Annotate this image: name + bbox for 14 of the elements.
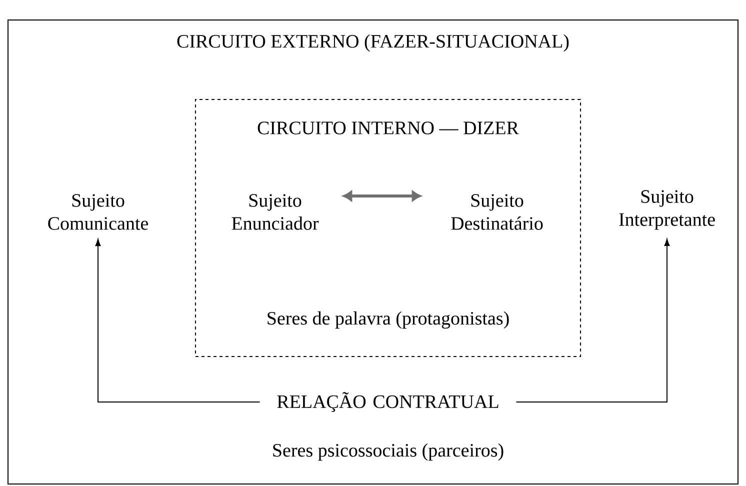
subject-label: Sujeito Interpretante [619,190,715,230]
subject-label: Sujeito Comunicante [48,194,148,230]
arrow [95,238,260,402]
circuit-heading: CIRCUITO INTERNO — DIZER [258,122,519,134]
relation-label: RELAÇÃO CONTRATUAL [277,392,498,412]
circuit-caption: Seres psicossociais (parceiros) [273,443,504,461]
subject-label: Sujeito Destinatário [451,194,543,230]
arrow [516,238,670,402]
outer-box [8,20,738,484]
dashed-box [195,98,581,357]
circuit-heading: CIRCUITO EXTERNO (FAZER-SITUACIONAL) [177,34,569,52]
arrow [343,190,421,202]
circuit-caption: Seres de palavra (protagonistas) [268,311,509,329]
subject-label: Sujeito Enunciador [232,194,319,230]
